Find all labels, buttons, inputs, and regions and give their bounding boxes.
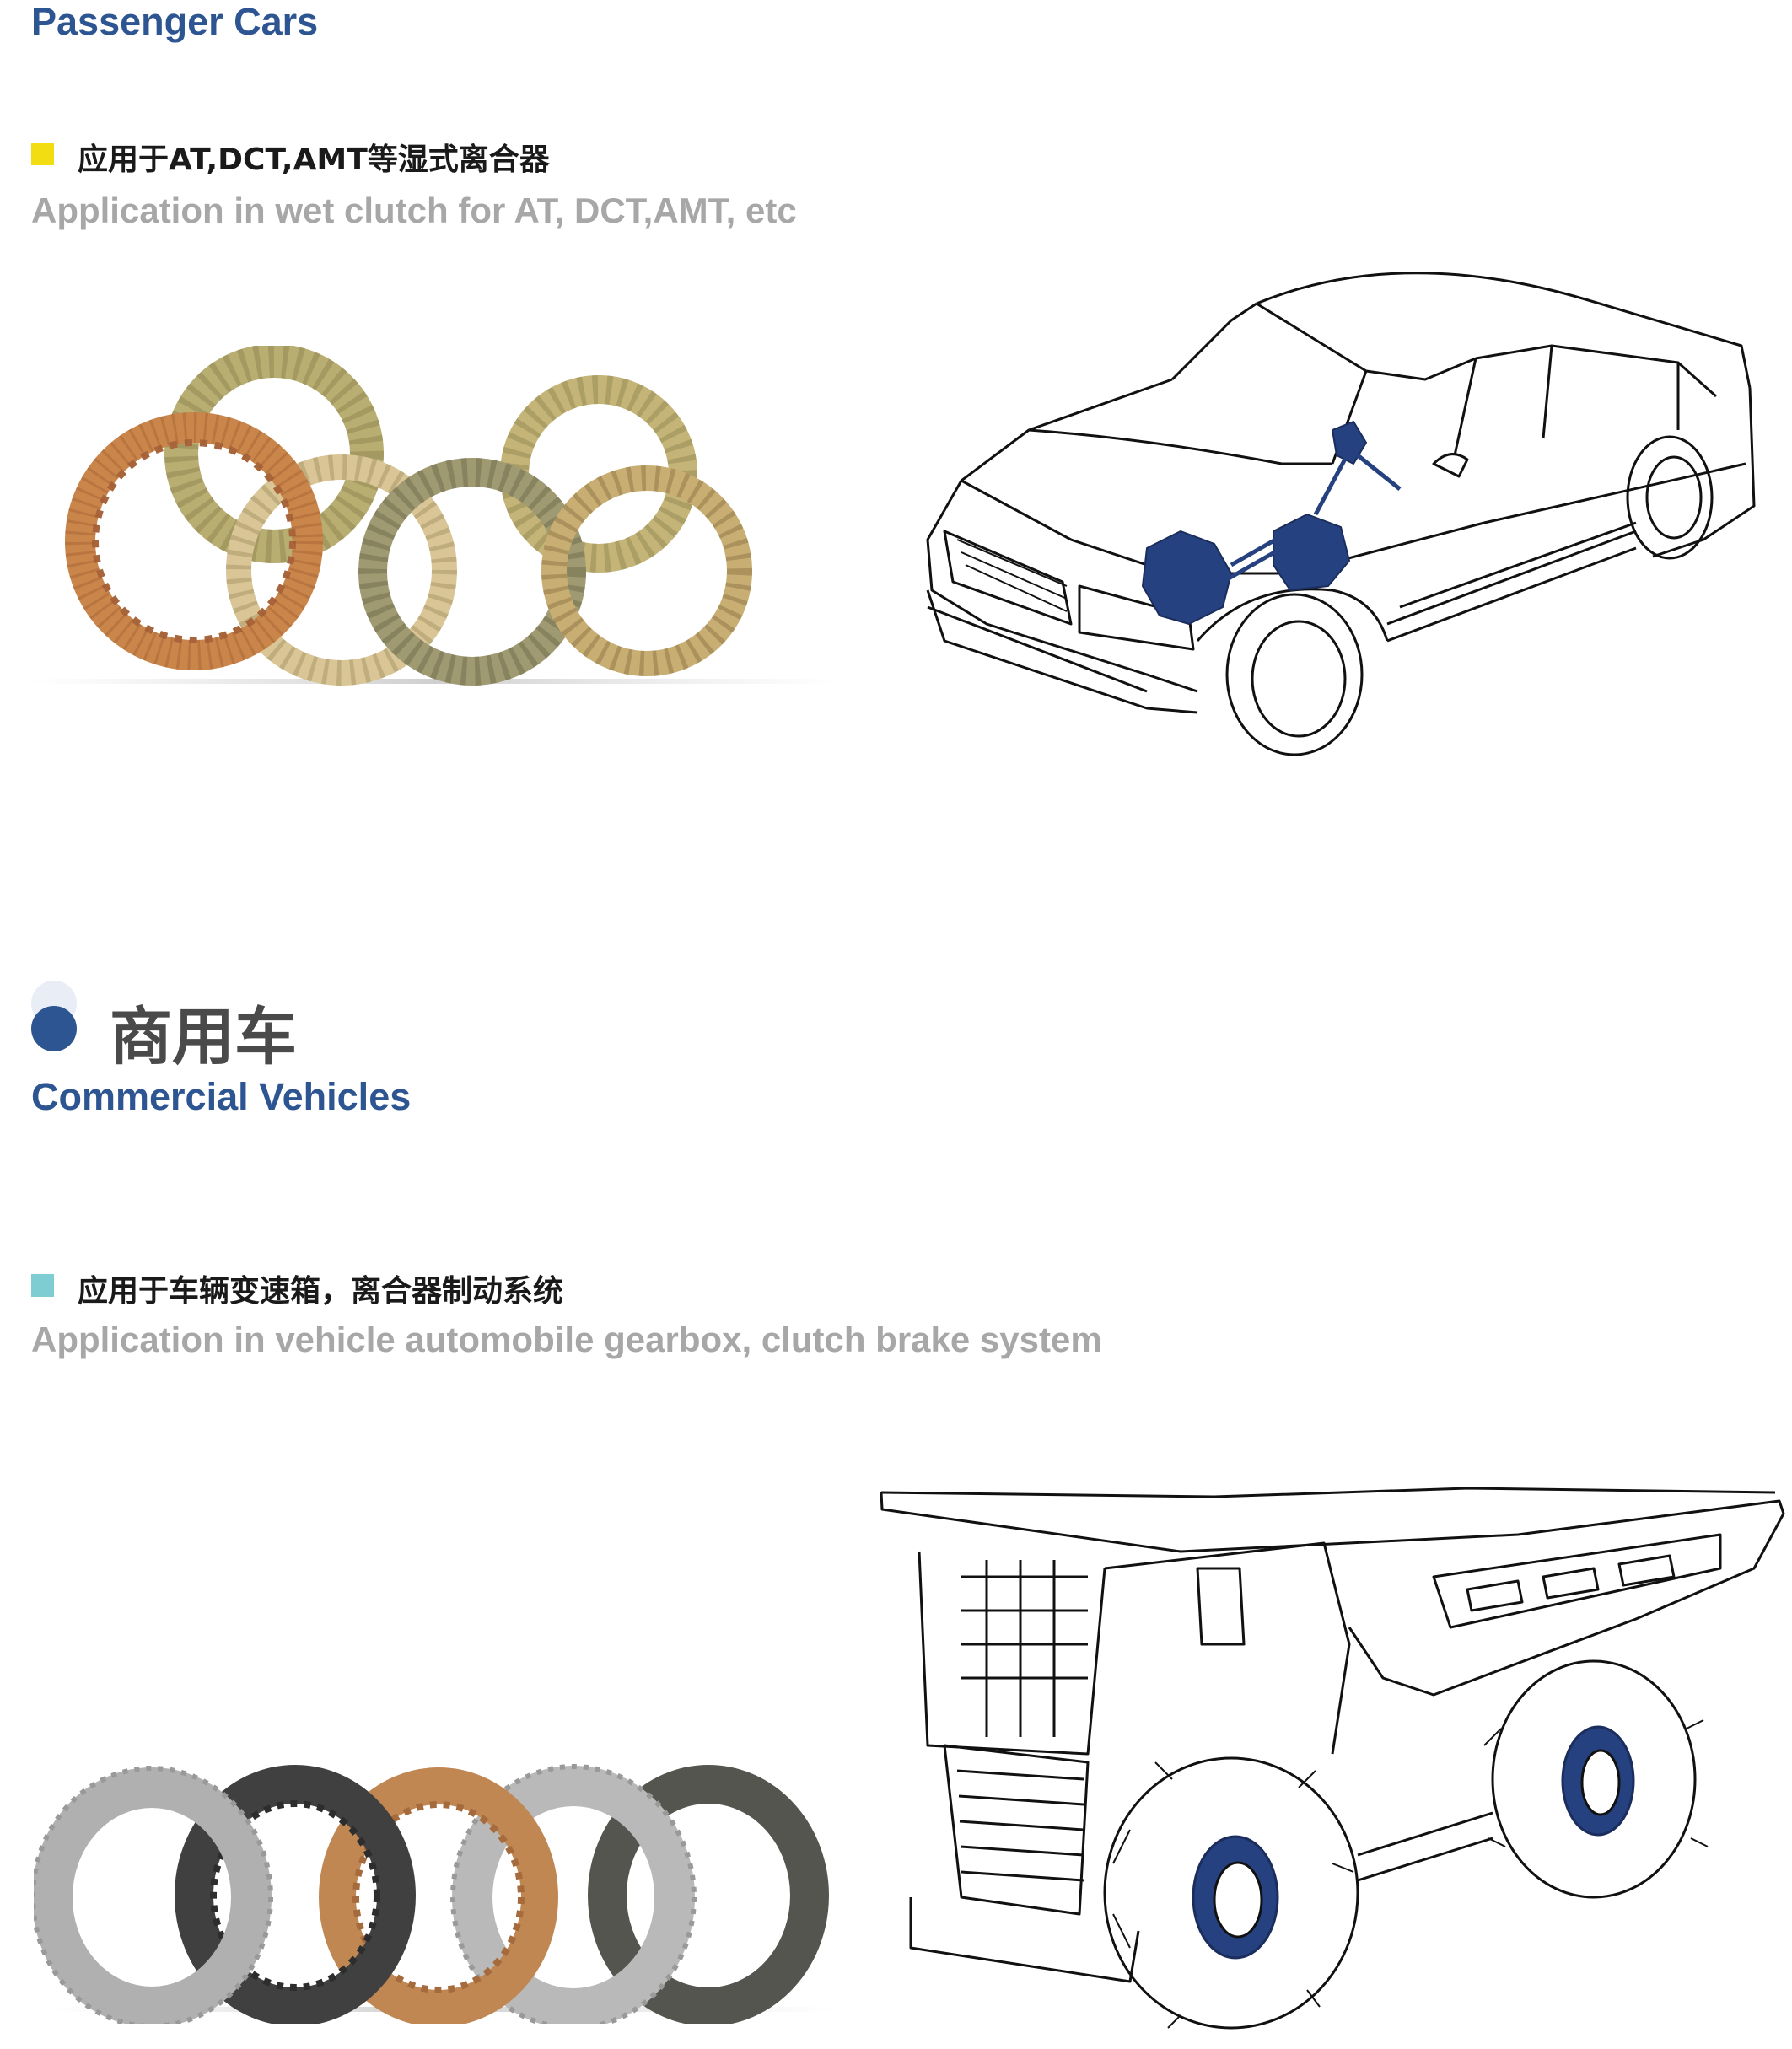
passenger-application-en: Application in wet clutch for AT, DCT,AM… <box>31 191 797 230</box>
teal-bullet-square <box>31 1274 54 1297</box>
commercial-application-en: Application in vehicle automobile gearbo… <box>31 1320 1102 1359</box>
commercial-title-zh: 商用车 <box>110 1001 297 1073</box>
mining-dump-truck-illustration <box>877 1476 1788 2041</box>
sedan-drivetrain-illustration <box>894 253 1762 759</box>
yellow-bullet-square <box>31 143 54 165</box>
section-dot-icon <box>31 1006 77 1051</box>
clutch-plates-image <box>34 1745 852 2024</box>
friction-discs-image <box>21 346 848 700</box>
passenger-application-zh: 应用于AT,DCT,AMT等湿式离合器 <box>78 143 550 177</box>
commercial-application-zh: 应用于车辆变速箱，离合器制动系统 <box>78 1274 564 1309</box>
commercial-vehicles-title: Commercial Vehicles <box>31 1075 412 1118</box>
passenger-cars-title: Passenger Cars <box>31 0 319 43</box>
